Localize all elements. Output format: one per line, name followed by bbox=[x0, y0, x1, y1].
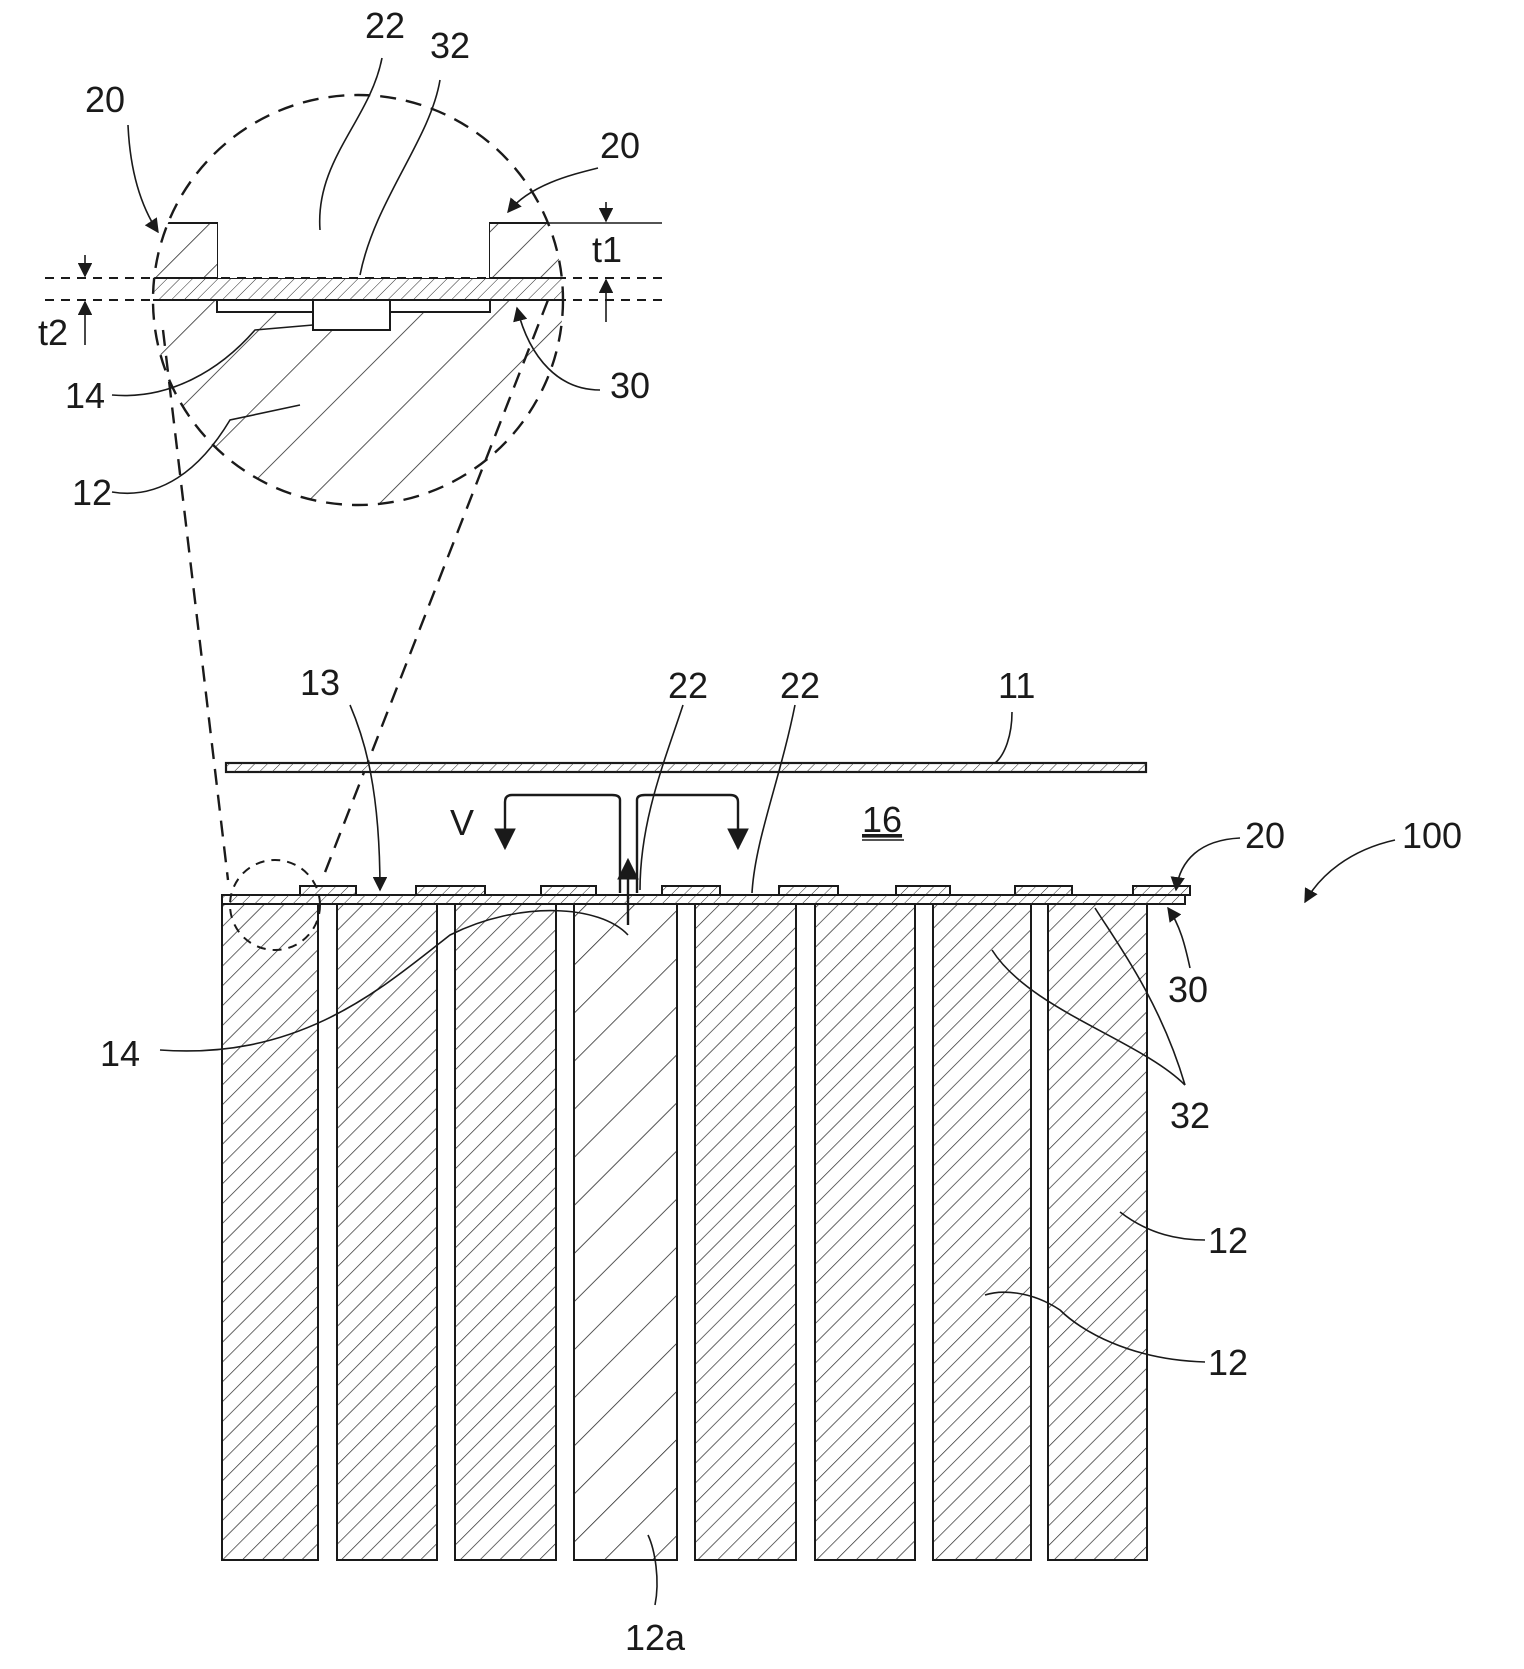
shield-20 bbox=[541, 886, 596, 895]
label-main-12a: 12a bbox=[625, 1617, 686, 1658]
detail-view: 22 32 20 20 t1 t2 14 30 12 bbox=[38, 5, 662, 520]
detail-shield-20-left bbox=[140, 223, 218, 278]
label-top-32: 32 bbox=[430, 25, 470, 66]
label-detail-14: 14 bbox=[65, 375, 105, 416]
label-detail-30: 30 bbox=[610, 365, 650, 406]
detail-opening-22 bbox=[218, 180, 489, 278]
label-t2: t2 bbox=[38, 312, 68, 353]
column-12 bbox=[1048, 904, 1147, 1560]
column-12 bbox=[222, 904, 318, 1560]
shield-20 bbox=[779, 886, 838, 895]
label-main-20: 20 bbox=[1245, 815, 1285, 856]
label-main-32: 32 bbox=[1170, 1095, 1210, 1136]
column-12 bbox=[455, 904, 556, 1560]
column-12 bbox=[695, 904, 796, 1560]
label-main-12-a: 12 bbox=[1208, 1220, 1248, 1261]
column-12a bbox=[574, 904, 677, 1560]
label-main-12-b: 12 bbox=[1208, 1342, 1248, 1383]
label-detail-12: 12 bbox=[72, 472, 112, 513]
columns-group bbox=[222, 904, 1147, 1560]
label-main-30: 30 bbox=[1168, 969, 1208, 1010]
label-main-100: 100 bbox=[1402, 815, 1462, 856]
label-detail-20-left: 20 bbox=[85, 79, 125, 120]
main-view: 13 22 22 11 V 16 20 100 30 14 32 12 12 1… bbox=[100, 662, 1462, 1658]
label-top-22: 22 bbox=[365, 5, 405, 46]
detail-shield-20-right bbox=[489, 223, 580, 278]
shield-20 bbox=[300, 886, 356, 895]
shield-20 bbox=[416, 886, 485, 895]
label-main-14: 14 bbox=[100, 1033, 140, 1074]
label-detail-20-right: 20 bbox=[600, 125, 640, 166]
shield-20 bbox=[896, 886, 950, 895]
detail-substrate-12 bbox=[140, 300, 580, 520]
label-main-22-a: 22 bbox=[668, 665, 708, 706]
label-t1: t1 bbox=[592, 229, 622, 270]
column-12 bbox=[337, 904, 437, 1560]
shield-20 bbox=[662, 886, 720, 895]
shield-20 bbox=[1133, 886, 1190, 895]
column-12 bbox=[933, 904, 1031, 1560]
shields-group bbox=[300, 886, 1190, 895]
label-main-V: V bbox=[450, 802, 474, 843]
label-main-22-b: 22 bbox=[780, 665, 820, 706]
shield-20 bbox=[1015, 886, 1072, 895]
label-main-13: 13 bbox=[300, 662, 340, 703]
column-12 bbox=[815, 904, 915, 1560]
label-main-16: 16 bbox=[862, 799, 902, 840]
label-main-11: 11 bbox=[998, 665, 1035, 706]
